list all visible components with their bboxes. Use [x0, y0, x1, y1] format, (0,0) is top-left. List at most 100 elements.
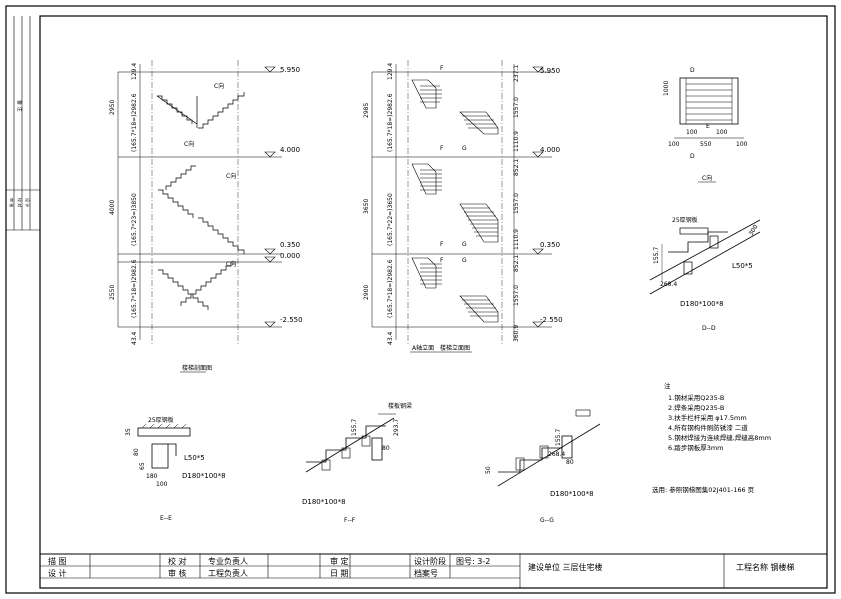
- gsec-caption: G--G: [540, 517, 554, 524]
- esec-dim-7: 100: [156, 481, 168, 488]
- d-section: 25厚钢板 155.7 268.4 L50*5 D180*100*8 300 D…: [649, 216, 761, 332]
- elev2-rdim-2: 1557.0: [513, 97, 520, 118]
- stair-flights-2: [411, 79, 499, 323]
- esec-dim-3: 80: [133, 448, 140, 456]
- esec-dim-6: 180: [146, 473, 158, 480]
- f-section: 155.7 80 293.7 楼板钢梁 D180*100*8 F--F: [302, 402, 412, 524]
- dsec-caption: D--D: [702, 325, 716, 332]
- stair-section-1: 5.950 4.000 0.350 0.000 -2.550 2950 4000…: [109, 60, 303, 373]
- notes-item-5: 5.钢材焊接为连续焊缝,焊缝高8mm: [668, 433, 771, 442]
- gsec-dim-2: 268.4: [548, 451, 565, 458]
- tb-r1-c6: 图号: 3-2: [456, 557, 490, 566]
- elev1-caption: 楼梯剖面图: [182, 364, 212, 372]
- elev1-vdim-2: (165.7*18=)2982.6: [131, 93, 138, 152]
- cview-mark-2: D: [690, 153, 695, 160]
- elev1-tag-4: C向: [226, 260, 236, 268]
- stair-flight-1e: [158, 261, 236, 310]
- elev1-dim-2: 4000: [109, 200, 116, 215]
- elev2-tag-6: F: [440, 257, 444, 264]
- notes-item-4: 4.所有钢构件刷防锈漆 二道: [668, 423, 748, 432]
- fsec-dim-4: 楼板钢梁: [388, 402, 412, 410]
- notes-item-2: 2.焊条采用Q235-B: [668, 403, 724, 412]
- esec-dim-2: 35: [125, 428, 132, 436]
- fsec-dim-5: D180*100*8: [302, 498, 346, 506]
- cview-dim-5: 100: [716, 129, 728, 136]
- side-strip-label-1: 备 注: [16, 100, 23, 112]
- elev1-tag-1: C向: [214, 82, 224, 90]
- notes-item-6: 6.踏步钢板厚3mm: [668, 443, 724, 452]
- elev2-dim-1: 2985: [363, 103, 370, 118]
- elev1-vdim-4: (165.7*18=)2982.6: [131, 259, 138, 318]
- elev2-dim-2: 3650: [363, 199, 370, 214]
- elev1-vdim-3: (165.7*23=)3850: [131, 193, 138, 246]
- side-strip: 备 注 审 核 校 对 设 计: [6, 16, 40, 231]
- tb-unit: 建设单位 三层住宅楼: [528, 562, 603, 572]
- elev2-vdim-1: 129.4: [387, 63, 394, 80]
- elev2-vdim-3: (165.7*22=)3650: [387, 193, 394, 246]
- elev2-tag-4: F: [440, 241, 444, 248]
- elev1-dim-1: 2950: [109, 100, 116, 115]
- elev1-tag-3: C向: [226, 172, 236, 180]
- cview-dim-3: 100: [736, 141, 748, 148]
- esec-caption: E--E: [160, 515, 172, 522]
- elev1-vdim-1: 129.4: [131, 63, 138, 80]
- cview-dim-1: 100: [668, 141, 680, 148]
- elev2-rdim-3: 1110.9: [513, 131, 520, 152]
- elev2-level-1: 5.950: [540, 67, 560, 75]
- cview-dim-2: 550: [700, 141, 712, 148]
- tb-r2-c1: 设 计: [48, 568, 67, 578]
- cview-mark-1: D: [690, 67, 695, 74]
- notes-ref: 选用: 参照钢梯图集02J401-166 页: [652, 485, 755, 494]
- gsec-dim-1: 155.7: [555, 429, 562, 446]
- elev2-caption-2: 楼梯立面图: [440, 344, 470, 352]
- dsec-dim-1: 25厚钢板: [672, 216, 698, 224]
- esec-dim-8: D180*100*8: [182, 472, 226, 480]
- cview-dim-6: 1000: [663, 81, 670, 96]
- elev2-vdim-4: (165.7*18=)2982.6: [387, 259, 394, 318]
- side-strip-label-2: 审 核: [9, 198, 15, 207]
- stair-flight-1b: [198, 92, 245, 129]
- esec-dim-1: 25厚钢板: [148, 416, 174, 424]
- c-view: 100 550 100 100 100 1000 D D E C向: [663, 67, 748, 183]
- elev2-dim-3: 2900: [363, 285, 370, 300]
- esec-dim-5: L50*5: [184, 454, 205, 462]
- tb-r2-c2: 审 核: [168, 568, 187, 578]
- elev2-tag-1: F: [440, 65, 444, 72]
- elev1-vdim-5: 43.4: [131, 331, 138, 345]
- gsec-dim-3: 50: [485, 466, 492, 474]
- stair-flight-1d: [198, 217, 245, 254]
- elev2-tag-2: F: [440, 145, 444, 152]
- elev2-caption-1: A轴立面: [412, 344, 434, 352]
- esec-dim-4: 65: [139, 462, 146, 470]
- elev1-level-4: 0.000: [280, 252, 300, 260]
- tb-r1-c5: 设计阶段: [414, 556, 446, 566]
- elev2-rdim-4: 852.1: [513, 159, 520, 176]
- elev1-level-3: 0.350: [280, 241, 300, 249]
- elev2-rdim-8: 1557.0: [513, 285, 520, 306]
- fsec-dim-3: 293.7: [393, 419, 400, 436]
- fsec-dim-1: 155.7: [351, 419, 358, 436]
- cview-mark-3: E: [706, 123, 710, 130]
- dsec-dim-4: L50*5: [732, 262, 753, 270]
- cview-caption: C向: [702, 174, 712, 182]
- dsec-dim-2: 155.7: [653, 247, 660, 264]
- elev1-level-2: 4.000: [280, 146, 300, 154]
- dsec-dim-3: 268.4: [660, 281, 677, 288]
- elev2-level-3: 0.350: [540, 241, 560, 249]
- elev2-level-2: 4.000: [540, 146, 560, 154]
- elev2-vdim-5: 43.4: [387, 331, 394, 345]
- dsec-dim-6: 300: [748, 223, 760, 237]
- outer-border: [5, 5, 836, 594]
- elev2-rdim-5: 1557.0: [513, 193, 520, 214]
- notes-title: 注: [664, 381, 671, 390]
- tb-r2-c3: 工程负责人: [208, 568, 248, 578]
- tb-r2-c4: 日 期: [330, 569, 349, 578]
- elev1-level-1: 5.950: [280, 66, 300, 74]
- elev2-rdim-9: 360.9: [513, 325, 520, 342]
- stair-section-2: 5.950 4.000 0.350 -2.550 2985 3650 2900 …: [363, 60, 563, 353]
- side-strip-label-4: 设 计: [25, 198, 31, 207]
- tb-r2-c5: 档案号: [414, 568, 438, 578]
- elev1-level-5: -2.550: [280, 316, 303, 324]
- tb-r1-c1: 描 图: [48, 556, 67, 566]
